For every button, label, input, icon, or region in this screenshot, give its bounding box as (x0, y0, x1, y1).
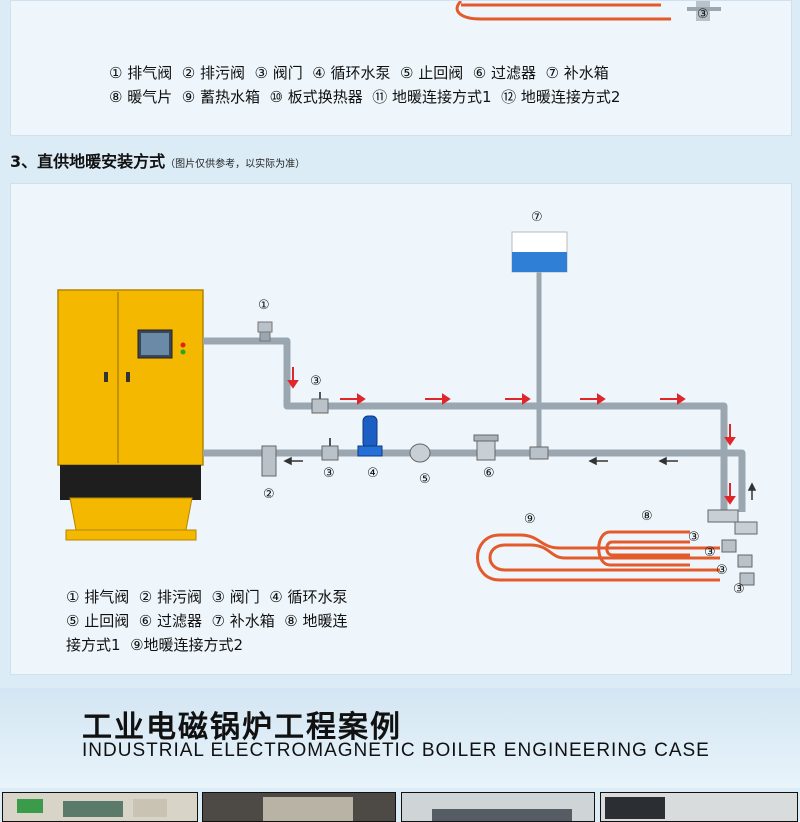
label-loop-8: ⑧ (641, 509, 653, 524)
label-manifold-valve-2: ③ (704, 545, 716, 560)
label-return-valve: ③ (323, 466, 335, 481)
case-thumbnail-1[interactable] (2, 792, 198, 822)
banner-title-en: INDUSTRIAL ELECTROMAGNETIC BOILER ENGINE… (82, 740, 710, 762)
case-thumbnail-3[interactable] (401, 792, 595, 822)
label-manifold-valve-3: ③ (716, 563, 728, 578)
tee-junction (530, 447, 548, 459)
supply-pipe (203, 341, 724, 512)
diagram-legend-line-1: ① 排气阀 ② 排污阀 ③ 阀门 ④ 循环水泵 (66, 585, 347, 609)
label-makeup-tank: ⑦ (531, 210, 543, 225)
label-filter: ⑥ (483, 466, 495, 481)
case-thumbnail-2[interactable] (202, 792, 396, 822)
makeup-water-tank (512, 232, 567, 272)
label-manifold-valve-1: ③ (688, 530, 700, 545)
case-thumbnail-4[interactable] (600, 792, 798, 822)
case-banner: 工业电磁锅炉工程案例 INDUSTRIAL ELECTROMAGNETIC BO… (0, 688, 800, 788)
label-exhaust-valve: ① (258, 298, 270, 313)
label-manifold-valve-4: ③ (733, 582, 745, 597)
check-valve (410, 444, 430, 462)
return-valve (322, 438, 338, 460)
filter (474, 435, 498, 460)
label-check-valve: ⑤ (419, 472, 431, 487)
drain-valve (262, 446, 276, 476)
electric-boiler (58, 290, 203, 540)
label-circulation-pump: ④ (367, 466, 379, 481)
exhaust-valve (258, 322, 272, 341)
circulation-pump (358, 416, 382, 456)
diagram-legend-line-2: ⑤ 止回阀 ⑥ 过滤器 ⑦ 补水箱 ⑧ 地暖连 (66, 609, 347, 633)
flow-arrows (289, 367, 734, 503)
label-supply-valve: ③ (310, 374, 322, 389)
supply-valve (312, 392, 328, 413)
label-loop-9: ⑨ (524, 512, 536, 527)
diagram-legend-line-3: 接方式1 ⑨地暖连接方式2 (66, 633, 243, 657)
label-drain-valve: ② (263, 487, 275, 502)
return-arrows (285, 458, 755, 500)
